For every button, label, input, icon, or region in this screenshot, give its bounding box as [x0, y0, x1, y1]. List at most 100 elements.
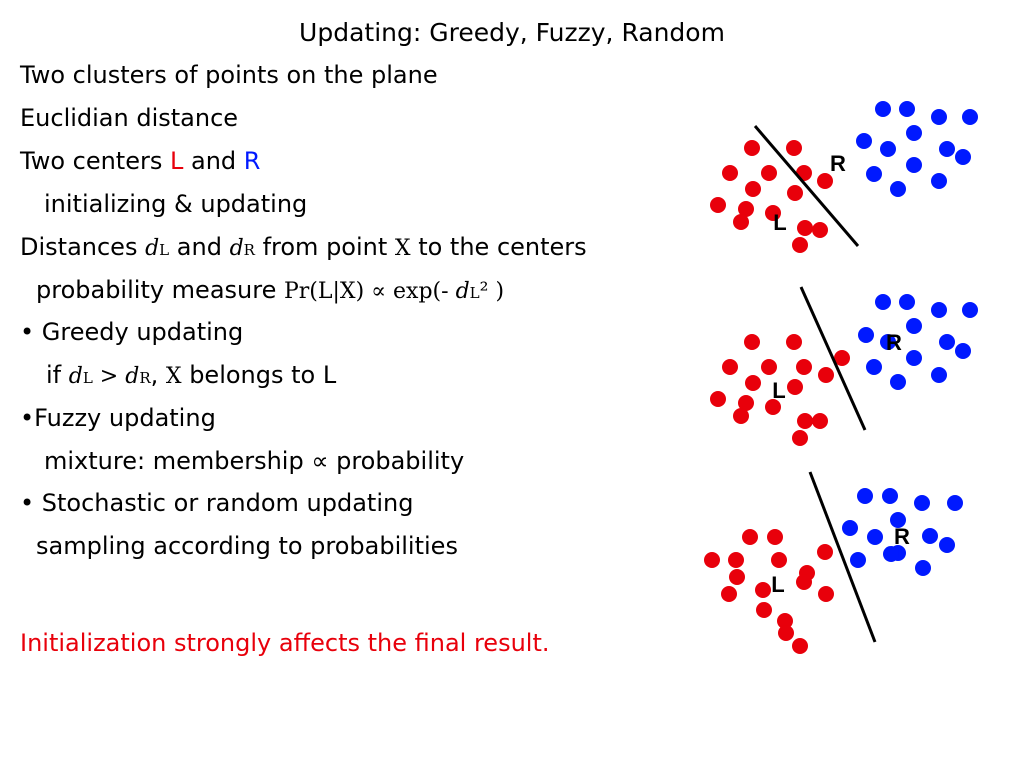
blue-point: [955, 149, 971, 165]
blue-point: [922, 528, 938, 544]
text-line-sampling: sampling according to probabilities: [36, 532, 458, 560]
red-point: [704, 552, 720, 568]
red-point: [796, 574, 812, 590]
blue-point: [899, 294, 915, 310]
red-point: [756, 602, 772, 618]
red-point: [817, 544, 833, 560]
center-label-R: R: [894, 524, 910, 549]
red-point: [817, 173, 833, 189]
conclusion-text: Initialization strongly affects the fina…: [20, 629, 550, 657]
red-point: [792, 638, 808, 654]
red-point: [812, 222, 828, 238]
blue-point: [880, 141, 896, 157]
red-point: [738, 201, 754, 217]
distances-prefix: Distances: [20, 233, 146, 261]
red-point: [710, 391, 726, 407]
red-point: [834, 350, 850, 366]
distance-d-symbol: d: [145, 236, 160, 261]
red-point: [729, 569, 745, 585]
red-point: [745, 375, 761, 391]
rule-comma: ,: [150, 361, 166, 389]
separating-line: [808, 471, 877, 643]
rule-greater-than: >: [92, 364, 126, 389]
distance-d-symbol-2: d: [229, 236, 244, 261]
rule-subscript-R: R: [139, 369, 151, 387]
text-line-initializing: initializing & updating: [44, 190, 308, 218]
blue-point: [850, 552, 866, 568]
red-point: [742, 529, 758, 545]
slide-title: Updating: Greedy, Fuzzy, Random: [299, 18, 725, 47]
red-point: [796, 359, 812, 375]
blue-point: [906, 350, 922, 366]
blue-point: [857, 488, 873, 504]
blue-point: [931, 367, 947, 383]
blue-point: [890, 512, 906, 528]
text-line-clusters: Two clusters of points on the plane: [20, 61, 438, 89]
blue-point: [890, 374, 906, 390]
separating-line: [799, 286, 867, 431]
rule-X-symbol: X: [165, 364, 182, 389]
center-label-L: L: [772, 378, 785, 403]
distances-and: and: [169, 233, 230, 261]
blue-point: [875, 101, 891, 117]
formula-superscript: ²: [479, 279, 489, 304]
rule-d-symbol-2: d: [125, 364, 140, 389]
separating-line: [753, 125, 860, 247]
red-point: [755, 582, 771, 598]
cluster-panel-2: LR: [710, 286, 978, 446]
red-point: [761, 165, 777, 181]
blue-point: [931, 302, 947, 318]
rule-suffix: belongs to L: [181, 361, 337, 389]
red-point: [797, 220, 813, 236]
formula-close: ): [488, 279, 505, 304]
red-point: [786, 334, 802, 350]
red-point: [767, 529, 783, 545]
red-point: [761, 359, 777, 375]
red-point: [765, 205, 781, 221]
center-label-R: R: [886, 330, 902, 355]
red-point: [786, 140, 802, 156]
blue-point: [906, 318, 922, 334]
probability-formula: Pr(L|X) ∝ exp(-: [283, 279, 456, 304]
blue-point: [939, 141, 955, 157]
blue-point: [856, 133, 872, 149]
distances-suffix: to the centers: [410, 233, 587, 261]
blue-point: [962, 302, 978, 318]
red-point: [744, 334, 760, 350]
blue-point: [866, 359, 882, 375]
blue-point: [906, 157, 922, 173]
red-point: [733, 214, 749, 230]
center-label-L: L: [771, 572, 784, 597]
centers-prefix: Two centers: [20, 147, 170, 175]
bullet-stochastic: • Stochastic or random updating: [20, 489, 414, 517]
blue-point: [962, 109, 978, 125]
red-point: [818, 367, 834, 383]
red-point: [721, 586, 737, 602]
red-point: [710, 197, 726, 213]
blue-point: [875, 294, 891, 310]
blue-point: [866, 166, 882, 182]
red-point: [778, 625, 794, 641]
red-point: [733, 408, 749, 424]
text-line-distance: Euclidian distance: [20, 104, 239, 132]
center-label-L: L: [773, 210, 786, 235]
blue-point: [955, 343, 971, 359]
blue-point: [880, 334, 896, 350]
blue-point: [947, 495, 963, 511]
red-point: [744, 140, 760, 156]
blue-point: [915, 560, 931, 576]
red-point: [812, 413, 828, 429]
blue-point: [914, 495, 930, 511]
center-label-R: R: [830, 151, 846, 176]
greedy-if: if: [46, 361, 69, 389]
center-R-label: R: [243, 147, 261, 175]
blue-point: [939, 537, 955, 553]
blue-point: [867, 529, 883, 545]
blue-point: [858, 327, 874, 343]
text-line-centers: Two centers L and R: [20, 147, 260, 175]
red-point: [722, 359, 738, 375]
red-point: [777, 613, 793, 629]
bullet-greedy: • Greedy updating: [20, 318, 244, 346]
probability-prefix: probability measure: [36, 276, 284, 304]
